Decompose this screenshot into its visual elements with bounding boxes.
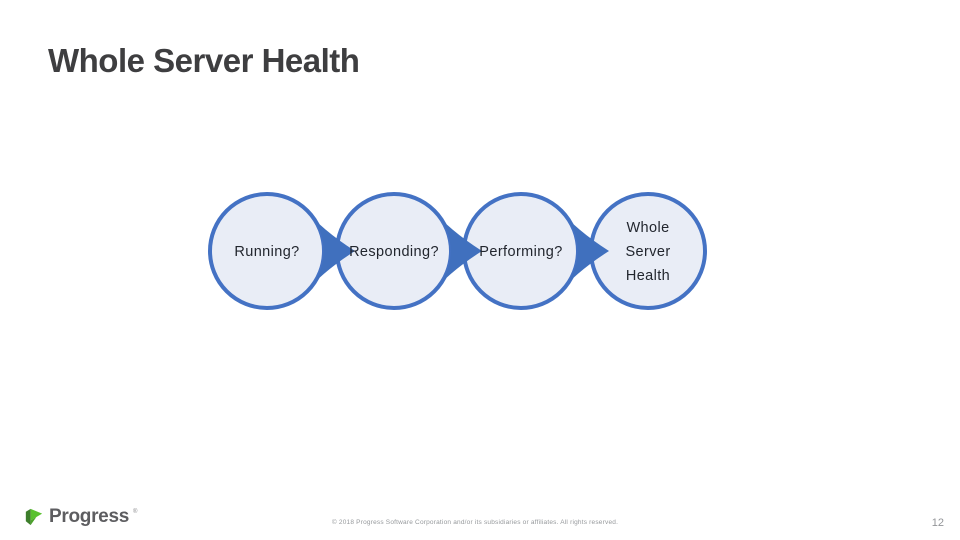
- step-label-server: Server: [625, 244, 670, 260]
- step-label-health: Health: [626, 268, 670, 284]
- process-flow-diagram: Running? Responding? Performing? Whole S…: [205, 188, 715, 316]
- arrow-icon: [430, 207, 482, 295]
- progress-logo: Progress ®: [22, 505, 137, 528]
- step-label-performing: Performing?: [479, 244, 562, 260]
- arrow-icon: [303, 207, 355, 295]
- copyright-text: © 2018 Progress Software Corporation and…: [331, 519, 619, 526]
- step-label-whole: Whole: [626, 220, 669, 236]
- registered-mark-icon: ®: [132, 509, 138, 515]
- progress-chevron-icon: [25, 508, 43, 526]
- process-flow-svg: Running? Responding? Performing? Whole S…: [208, 192, 707, 310]
- progress-logo-text: Progress: [49, 505, 129, 527]
- step-label-running: Running?: [234, 244, 299, 260]
- page-number: 12: [931, 517, 944, 529]
- slide-title: Whole Server Health: [48, 42, 360, 79]
- arrow-icon: [557, 207, 609, 295]
- step-label-responding: Responding?: [349, 244, 439, 260]
